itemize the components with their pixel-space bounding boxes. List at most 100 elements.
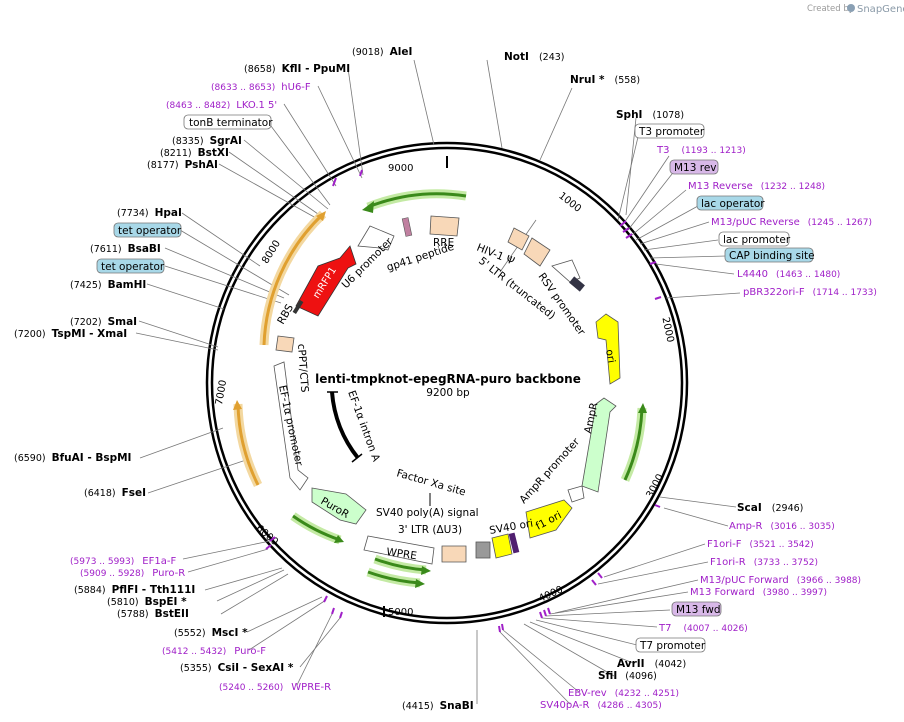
site-PflFI-Tth111I[interactable]: (5884)PflFI - Tth111I — [74, 584, 195, 596]
site-KflI-PpuMI[interactable]: (8658)KflI - PpuMI — [244, 63, 350, 75]
orange-arc-lower — [236, 403, 260, 486]
tag-M13-fwd[interactable]: M13 fwd — [676, 604, 721, 616]
tag-box-tet-operator-2 — [96, 258, 165, 274]
RBS-label: RBS — [275, 302, 296, 326]
primer-L4440[interactable]: L4440(1463 .. 1480) — [737, 269, 840, 280]
arrowhead-green-puro — [334, 535, 344, 543]
site-AvrII[interactable]: AvrII(4042) — [617, 658, 686, 670]
site-NruI[interactable]: NruI *(558) — [570, 74, 640, 86]
site-BstEII[interactable]: (5788)BstEII — [117, 608, 189, 620]
primer-M13pUC-reverse[interactable]: M13/pUC Reverse(1245 .. 1267) — [711, 217, 872, 228]
RRE-feature — [429, 215, 460, 237]
tick-label-2000: 2000 — [659, 316, 675, 343]
site-SnaBI[interactable]: (4415)SnaBI — [402, 700, 474, 712]
ori-feature[interactable] — [595, 313, 621, 385]
site-AleI[interactable]: (9018)AleI — [352, 46, 412, 58]
RRE-label: RRE — [433, 237, 454, 249]
arrowhead-orange-lower — [233, 400, 242, 410]
site-HpaI[interactable]: (7734)HpaI — [117, 207, 182, 219]
primer-M13-forward[interactable]: M13 Forward(3980 .. 3997) — [690, 587, 827, 598]
site-MscI[interactable]: (5552)MscI * — [174, 627, 248, 639]
tag-lac-promoter[interactable]: lac promoter — [723, 234, 791, 246]
site-SmaI[interactable]: (7202)SmaI — [70, 316, 137, 328]
snapgene-logo-icon — [847, 4, 855, 12]
credit-brand[interactable]: SnapGene — [857, 4, 904, 15]
plasmid-size: 9200 bp — [426, 387, 470, 399]
primer-F1ori-R[interactable]: F1ori-R(3733 .. 3752) — [710, 557, 818, 568]
tick-label-4000: 4000 — [537, 584, 565, 604]
site-BsaBI[interactable]: (7611)BsaBI — [90, 243, 161, 255]
tag-M13-rev[interactable]: M13 rev — [674, 162, 717, 174]
3LTR-label: 3' LTR (ΔU3) — [398, 524, 462, 536]
site-PshAI[interactable]: (8177)PshAI — [147, 159, 218, 171]
tag-box-T3-promoter — [634, 123, 705, 139]
primer-M13-reverse[interactable]: M13 Reverse(1232 .. 1248) — [688, 181, 825, 192]
primer-T7[interactable]: T7(4007 .. 4026) — [658, 623, 748, 634]
SV40-polyA-feature — [475, 541, 491, 559]
WPRE-label: WPRE — [386, 546, 418, 562]
AmpR-feature[interactable] — [581, 397, 617, 493]
f1-ori-feature[interactable] — [525, 499, 573, 539]
plasmid-title: lenti-tmpknot-epegRNA-puro backbone — [315, 372, 581, 386]
RSV-promoter-feature — [551, 259, 581, 283]
tag-tet-operator-2[interactable]: tet operator — [101, 261, 165, 273]
green-arc-right-halo — [620, 407, 647, 482]
site-BamHI[interactable]: (7425)BamHI — [70, 279, 146, 291]
site-SgrAI[interactable]: (8335)SgrAI — [172, 135, 242, 147]
primer-pBR322ori-F[interactable]: pBR322ori-F(1714 .. 1733) — [743, 287, 877, 298]
site-BstXI[interactable]: (8211)BstXI — [160, 147, 229, 159]
EF1a-promoter-feature — [273, 361, 309, 491]
tick-label-6000: 6000 — [253, 523, 280, 548]
site-SphI[interactable]: SphI(1078) — [616, 109, 684, 121]
primer-Puro-F[interactable]: (5412 .. 5432)Puro-F — [162, 646, 266, 657]
ori-label: ori — [603, 348, 617, 364]
tag-tonB-terminator[interactable]: tonB terminator — [189, 117, 273, 129]
tag-box-tonB — [183, 114, 272, 130]
arrowhead-green-top — [362, 201, 374, 213]
tick-label-9000: 9000 — [388, 163, 413, 174]
tag-tet-operator-1[interactable]: tet operator — [118, 225, 182, 237]
arrowhead-green-bottom1 — [421, 566, 431, 575]
site-NotI[interactable]: NotI(243) — [504, 51, 564, 63]
primer-labels: (8633 .. 8653)hU6-F (8463 .. 8482)LKO.1 … — [70, 82, 877, 711]
restriction-sites: (9018)AleI NotI(243) NruI *(558) SphI(10… — [14, 46, 803, 712]
primer-WPRE-R[interactable]: (5240 .. 5260)WPRE-R — [219, 682, 331, 693]
tag-box-T7-promoter — [635, 637, 706, 653]
primer-SV40pA-R[interactable]: SV40pA-R(4286 .. 4305) — [540, 700, 662, 711]
primer-hU6-F[interactable]: (8633 .. 8653)hU6-F — [211, 82, 311, 93]
primer-T3[interactable]: T3(1193 .. 1213) — [656, 145, 746, 156]
primer-LKO1[interactable]: (8463 .. 8482)LKO.1 5' — [166, 100, 277, 111]
EF1a-intron-feature — [330, 391, 360, 460]
mRFP1-feature[interactable] — [295, 245, 357, 317]
tag-T7-promoter[interactable]: T7 promoter — [639, 640, 706, 652]
site-FseI[interactable]: (6418)FseI — [84, 487, 146, 499]
site-BspEI[interactable]: (5810)BspEI * — [107, 596, 187, 608]
primer-F1ori-F[interactable]: F1ori-F(3521 .. 3542) — [707, 539, 814, 550]
5LTR-feature — [523, 237, 551, 267]
tag-lac-operator[interactable]: lac operator — [701, 198, 765, 210]
backbone-outer-ring — [205, 141, 689, 625]
leader-lines — [135, 59, 741, 705]
RBS-feature — [292, 300, 304, 314]
outer-feature-arcs — [233, 189, 647, 588]
tag-box-tet-operator-1 — [113, 222, 182, 238]
tick-label-5000: 5000 — [388, 607, 413, 618]
site-SfiI[interactable]: SfiI(4096) — [598, 670, 657, 682]
PuroR-feature[interactable] — [311, 487, 367, 525]
primer-EF1a-F[interactable]: (5973 .. 5993)EF1a-F — [70, 556, 176, 567]
site-BfuAI-BspMI[interactable]: (6590)BfuAI - BspMI — [14, 452, 131, 464]
tag-CAP-binding-site[interactable]: CAP binding site — [729, 250, 815, 262]
site-TspMI-XmaI[interactable]: (7200)TspMI - XmaI — [14, 328, 127, 340]
tag-T3-promoter[interactable]: T3 promoter — [638, 126, 705, 138]
SV40-block-icon — [508, 532, 520, 554]
primer-Puro-R[interactable]: (5909 .. 5928)Puro-R — [80, 568, 185, 579]
SV40-polyA-label: SV40 poly(A) signal — [376, 507, 479, 519]
primer-Amp-R[interactable]: Amp-R(3016 .. 3035) — [729, 521, 835, 532]
primer-EBV-rev[interactable]: EBV-rev(4232 .. 4251) — [568, 688, 679, 699]
primer-M13pUC-forward[interactable]: M13/pUC Forward(3966 .. 3988) — [700, 575, 861, 586]
site-ScaI[interactable]: ScaI(2946) — [737, 502, 803, 514]
backbone-inner-ring — [210, 146, 684, 620]
U6-promoter-feature — [357, 225, 395, 251]
site-CsiI-SexAI[interactable]: (5355)CsiI - SexAI * — [180, 662, 294, 674]
